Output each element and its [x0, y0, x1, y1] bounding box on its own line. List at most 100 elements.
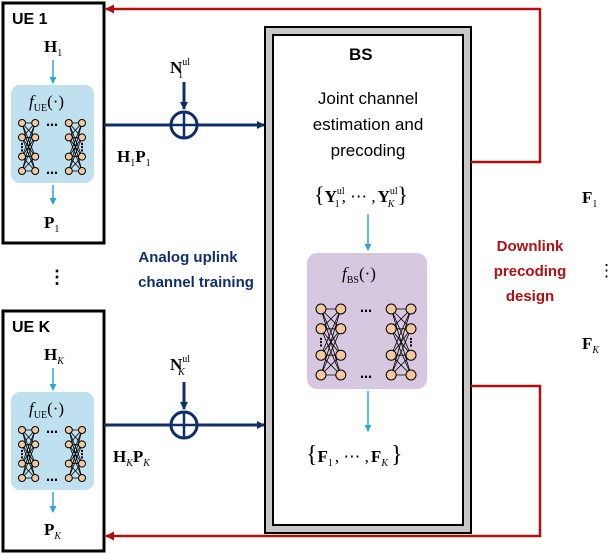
nn-ellipsis-top: …	[46, 422, 58, 436]
bs-precoders: {F1, ⋯ ,FK}	[306, 442, 403, 469]
nn-link	[21, 122, 36, 172]
nn-node	[385, 349, 397, 361]
nn-link	[390, 308, 412, 376]
nn-node	[78, 152, 86, 161]
nn-node	[78, 426, 86, 434]
nn-link	[320, 328, 342, 376]
bs-desc-line1: Joint channel	[318, 89, 418, 108]
right-output-F1: F1	[582, 188, 597, 210]
nn-link	[390, 308, 412, 356]
uplink-label-line2: channel training	[138, 274, 254, 291]
nn-node	[335, 303, 347, 315]
nn-ellipsis-vertical: ⋮	[316, 336, 327, 349]
nn-node	[31, 133, 40, 142]
nn-node	[64, 459, 73, 468]
nn-node	[78, 133, 86, 142]
nn-link	[68, 122, 83, 172]
nn-link	[320, 308, 342, 356]
ueK-encoder-label: fUE(·)	[29, 399, 64, 421]
nn-node	[335, 369, 347, 381]
nn-node	[315, 303, 327, 315]
nn-node	[64, 474, 73, 482]
nn-ellipsis-vertical: ⋮	[77, 448, 88, 461]
nn-node	[385, 369, 397, 381]
ue1-neural-network: ……⋮⋮	[17, 115, 88, 177]
nn-ellipsis-top: …	[46, 115, 58, 129]
nn-link	[21, 429, 36, 479]
nn-node	[31, 459, 40, 468]
right-output-FK: FK	[582, 334, 600, 356]
ue1-block: UE 1 H1 fUE(·) ……⋮⋮ P1	[1, 1, 106, 245]
nn-ellipsis-bottom: …	[360, 367, 372, 381]
nn-link	[21, 137, 36, 172]
nn-node	[31, 152, 40, 161]
bs-title: BS	[349, 45, 373, 64]
nn-node	[18, 474, 26, 482]
nn-node	[18, 459, 26, 468]
ueK-block: UE K HK fUE(·) … … ⋮ ⋮ PK	[1, 309, 106, 553]
uplink-label-line1: Analog uplink	[138, 249, 238, 266]
ueK-input-label: HK	[44, 345, 65, 367]
nn-node	[335, 349, 347, 361]
bs-decoder-label: fBS(·)	[342, 264, 376, 286]
nn-node	[78, 459, 86, 468]
nn-ellipsis-bottom: …	[46, 163, 58, 177]
ue1-title: UE 1	[12, 11, 48, 28]
ueK-title: UE K	[12, 319, 51, 336]
downlink-label-line1: Downlink	[497, 238, 564, 255]
signal-label-K: HKPK	[113, 447, 151, 469]
nn-node	[31, 474, 40, 482]
nn-node	[78, 167, 86, 175]
signal-label-1: H1P1	[117, 147, 151, 169]
ueK-output-label: PK	[44, 520, 62, 542]
bs-neural-network: ……⋮⋮	[315, 301, 417, 381]
nn-link	[320, 308, 342, 376]
nn-node	[335, 323, 347, 335]
nn-node	[18, 426, 26, 434]
downlink-paths	[105, 4, 542, 541]
nn-link	[21, 444, 36, 479]
downlink-label-line3: design	[506, 288, 554, 305]
nn-node	[78, 440, 86, 449]
nn-link	[21, 122, 36, 157]
nn-node	[315, 323, 327, 335]
nn-node	[385, 323, 397, 335]
nn-node	[405, 323, 417, 335]
bs-desc-line2: estimation and	[313, 115, 424, 134]
nn-link	[68, 429, 83, 464]
ue1-output-label: P1	[44, 213, 59, 235]
nn-node	[64, 167, 73, 175]
right-output-dots: ⋮	[598, 261, 608, 280]
nn-link	[68, 137, 83, 172]
nn-node	[64, 152, 73, 161]
nn-node	[78, 474, 86, 482]
nn-node	[64, 119, 73, 127]
nn-ellipsis-vertical: ⋮	[77, 141, 88, 154]
nn-node	[64, 133, 73, 142]
nn-node	[18, 133, 26, 142]
nn-node	[405, 369, 417, 381]
nn-node	[31, 426, 40, 434]
nn-link	[68, 122, 83, 157]
nn-node	[64, 426, 73, 434]
ue-ellipsis: ⋮	[48, 267, 66, 287]
nn-node	[78, 119, 86, 127]
ueK-neural-network: … … ⋮ ⋮	[17, 422, 88, 484]
nn-ellipsis-bottom: …	[46, 470, 58, 484]
nn-link	[68, 429, 83, 479]
nn-node	[385, 303, 397, 315]
nn-link	[21, 429, 36, 464]
nn-node	[18, 152, 26, 161]
nn-ellipsis-vertical: ⋮	[17, 448, 28, 461]
ue1-input-label: H1	[44, 37, 62, 59]
nn-node	[64, 440, 73, 449]
nn-node	[405, 303, 417, 315]
downlink-arrow-K	[105, 384, 542, 541]
downlink-arrow-1	[105, 4, 542, 164]
nn-node	[315, 369, 327, 381]
